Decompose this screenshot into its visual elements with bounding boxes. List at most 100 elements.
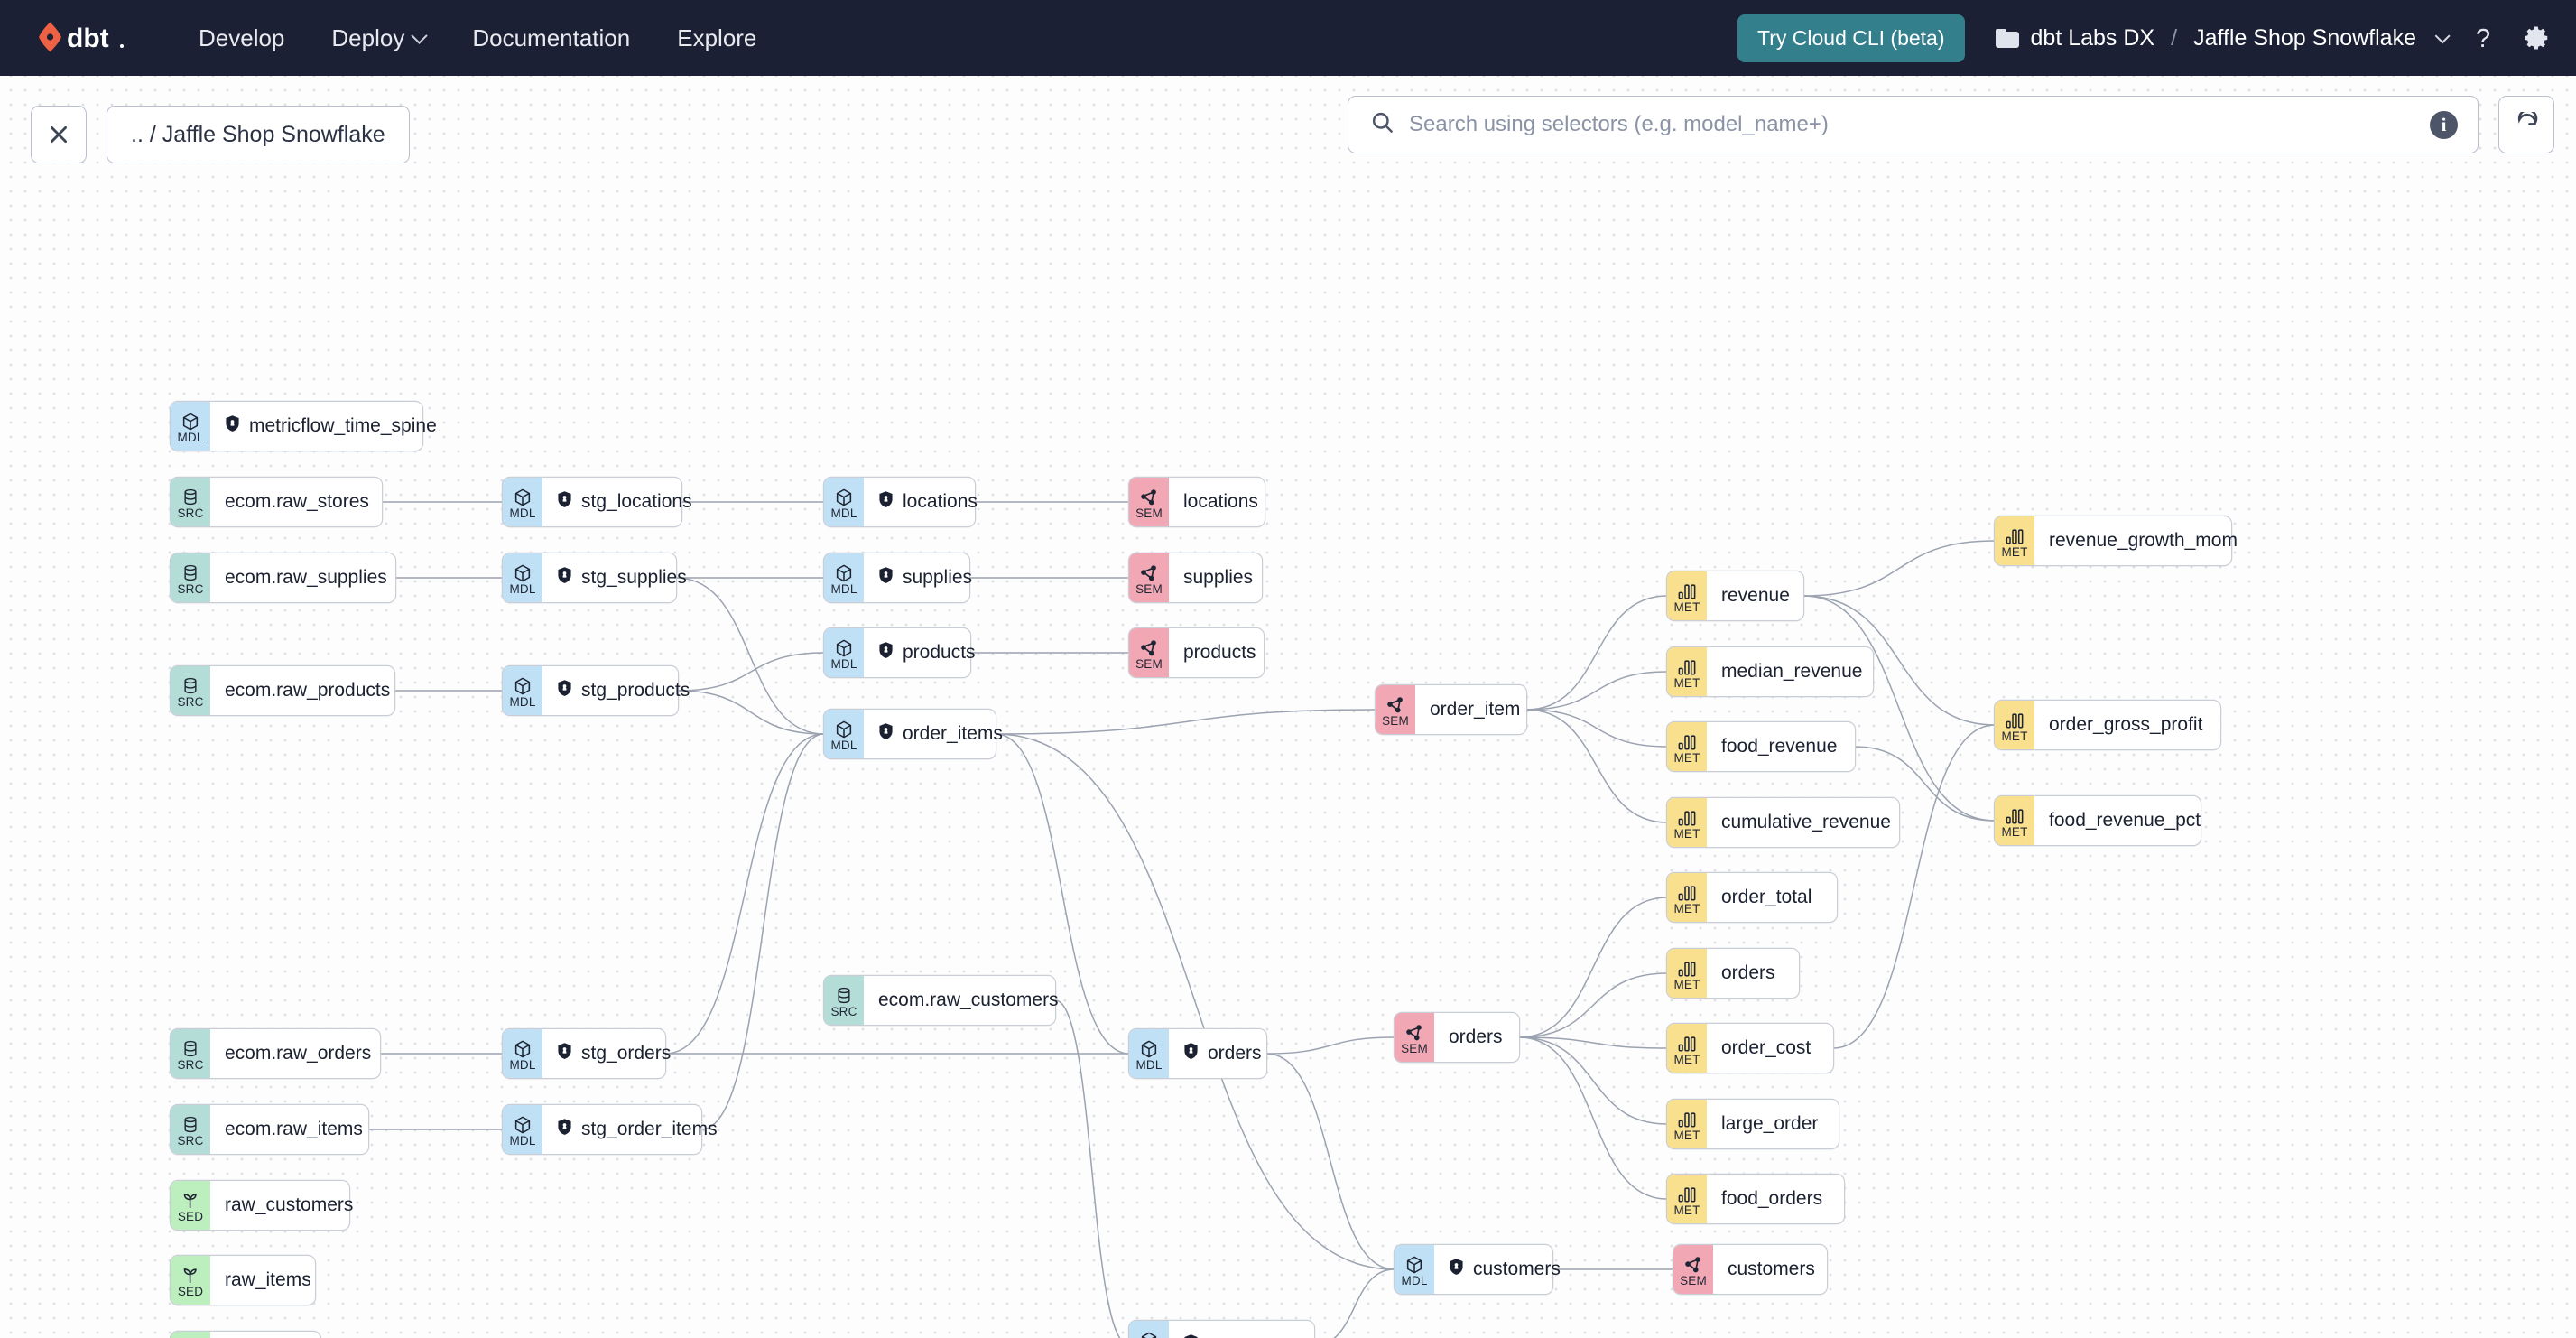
node-type-code: MDL xyxy=(830,581,857,596)
search-box[interactable]: i xyxy=(1348,96,2479,153)
cube-icon xyxy=(1139,1331,1159,1338)
node-type-badge-met: MET xyxy=(1995,701,2034,749)
node-body: metricflow_time_spine xyxy=(210,402,453,451)
breadcrumb[interactable]: .. / Jaffle Shop Snowflake xyxy=(107,106,410,163)
graph-node-met_revenue_growth_mom[interactable]: MET revenue_growth_mom xyxy=(1995,516,2238,565)
nav-link-deploy[interactable]: Deploy xyxy=(308,15,449,61)
database-icon xyxy=(181,1039,199,1059)
info-icon[interactable]: i xyxy=(2430,110,2458,139)
graph-edge xyxy=(1802,540,1996,597)
cube-icon xyxy=(513,1039,533,1059)
dbt-logo[interactable]: dbt xyxy=(31,19,126,57)
node-type-code: MDL xyxy=(830,738,857,752)
graph-edge xyxy=(1518,897,1668,1038)
account-name[interactable]: dbt Labs DX xyxy=(2030,24,2155,51)
node-body: order_cost xyxy=(1707,1024,1827,1073)
nav-link-develop[interactable]: Develop xyxy=(175,15,308,61)
refresh-icon[interactable] xyxy=(2498,96,2554,153)
graph-node-met_order_total[interactable]: MET order_total xyxy=(1667,873,1837,922)
try-cloud-cli-button[interactable]: Try Cloud CLI (beta) xyxy=(1737,14,1965,62)
bar-chart-icon xyxy=(1677,657,1697,677)
node-type-code: MET xyxy=(1673,826,1700,841)
node-label: food_orders xyxy=(1721,1188,1823,1209)
node-type-code: MET xyxy=(1673,750,1700,765)
nav-link-explore[interactable]: Explore xyxy=(653,15,780,61)
node-label: order_gross_profit xyxy=(2049,714,2203,735)
close-icon[interactable] xyxy=(31,106,87,163)
nav-link-documentation-label: Documentation xyxy=(472,23,631,51)
node-type-badge-src: SRC xyxy=(824,976,864,1025)
help-icon[interactable]: ? xyxy=(2473,24,2497,51)
node-type-code: MET xyxy=(2001,544,2028,559)
chevron-down-icon[interactable] xyxy=(2434,28,2451,44)
node-type-code: SRC xyxy=(830,1004,857,1018)
node-label: order_total xyxy=(1721,887,1812,907)
node-type-code: MDL xyxy=(1135,1057,1163,1072)
node-type-badge-sem: SEM xyxy=(1129,553,1169,602)
node-type-badge-sem: SEM xyxy=(1673,1245,1713,1294)
search-input[interactable] xyxy=(1409,112,2430,137)
node-type-code: SED xyxy=(177,1209,204,1223)
nav-link-documentation[interactable]: Documentation xyxy=(449,15,653,61)
nav-link-explore-label: Explore xyxy=(677,23,757,51)
node-type-badge-met: MET xyxy=(1995,796,2034,845)
gear-icon[interactable] xyxy=(2524,24,2551,51)
svg-text:?: ? xyxy=(2476,24,2490,51)
node-type-code: MET xyxy=(2001,824,2028,839)
node-type-code: MET xyxy=(1673,901,1700,915)
node-body: revenue xyxy=(1707,571,1806,620)
lineage-graph-canvas[interactable]: .. / Jaffle Shop Snowflake i MDL xyxy=(0,76,2576,1338)
node-label: stg_supplies xyxy=(581,567,687,588)
node-type-badge-sem: SEM xyxy=(1129,478,1169,526)
graph-edge xyxy=(1518,1036,1668,1049)
node-label: revenue_growth_mom xyxy=(2049,530,2238,551)
node-label: food_revenue_pct xyxy=(2049,810,2201,831)
graph-node-met_order_gross_profit[interactable]: MET order_gross_profit xyxy=(1995,701,2220,749)
database-icon xyxy=(835,986,853,1006)
project-name[interactable]: Jaffle Shop Snowflake xyxy=(2193,24,2416,51)
shield-icon xyxy=(557,490,572,514)
graph-edge xyxy=(1802,595,1996,822)
node-type-badge-mdl: MDL xyxy=(503,666,542,715)
node-label: stg_orders xyxy=(581,1043,672,1064)
node-type-badge-met: MET xyxy=(1667,1100,1707,1148)
graph-node-met_food_revenue_pct[interactable]: MET food_revenue_pct xyxy=(1995,796,2201,845)
node-type-badge-sed: SED xyxy=(171,1332,210,1338)
